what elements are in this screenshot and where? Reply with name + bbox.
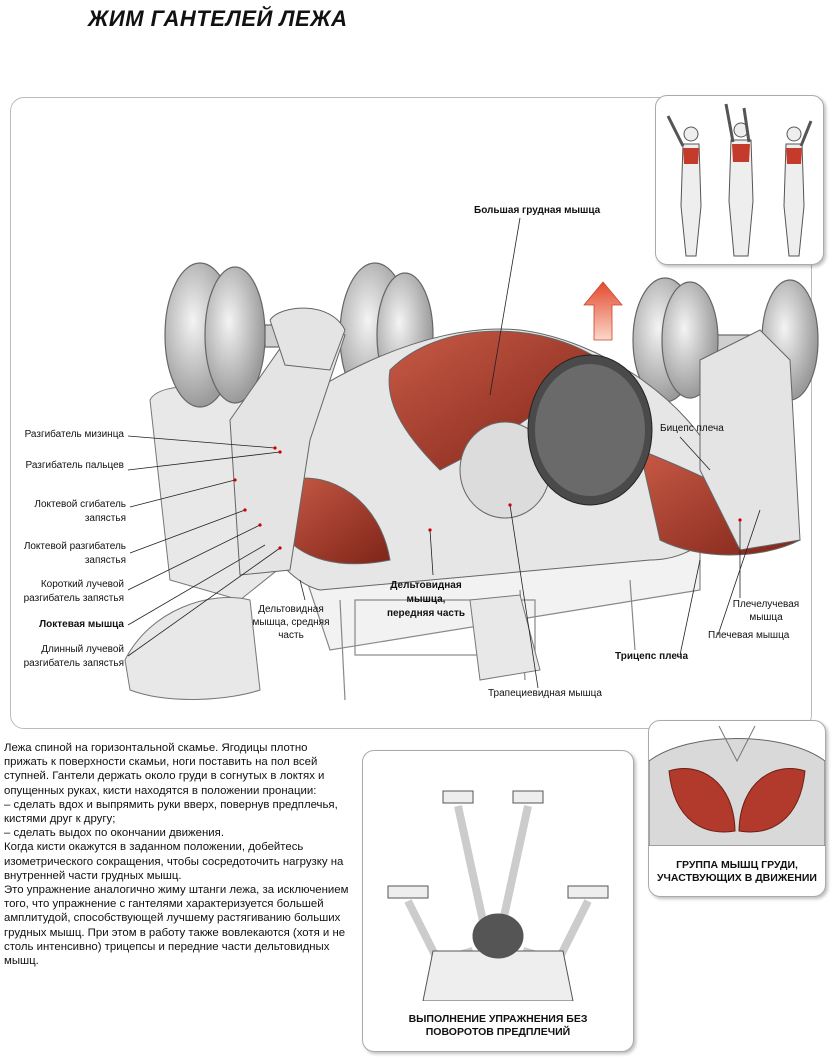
label-extensor-carpi-ulnaris: Локтевой разгибатель запястья (23, 541, 126, 566)
label-extensor-carpi-radialis-brevis: Короткий лучевой разгибатель запястья (23, 579, 124, 604)
label-extensor-carpi-radialis-longus: Длинный лучевой разгибатель запястья (23, 644, 124, 669)
label-brachialis: Плечевая мышца (708, 630, 790, 641)
execution-illustration-box: ВЫПОЛНЕНИЕ УПРАЖНЕНИЯ БЕЗ ПОВОРОТОВ ПРЕД… (362, 750, 634, 1052)
label-deltoid-middle: Дельтовидная мышца, средняя часть (252, 604, 330, 641)
anatomy-figures (666, 103, 813, 257)
left-arm (229, 307, 346, 576)
chest-muscles-illustration (649, 725, 825, 846)
label-flexor-carpi-ulnaris: Локтевой сгибатель запястья (34, 499, 126, 524)
anatomy-figures-box (655, 95, 824, 265)
exercise-description: Лежа спиной на горизонтальной скамье. Яг… (4, 741, 354, 968)
label-brachioradialis: Плечелучевая мышца (732, 599, 800, 623)
chest-muscles-box: ГРУППА МЫШЦ ГРУДИ, УЧАСТВУЮЩИХ В ДВИЖЕНИ… (648, 720, 826, 897)
description-paragraph: Это упражнение аналогично жиму штанги ле… (4, 884, 349, 968)
label-dots (233, 446, 742, 550)
description-paragraph: Лежа спиной на горизонтальной скамье. Яг… (4, 742, 325, 797)
label-extensor-digiti-minimi: Разгибатель мизинца (24, 429, 124, 440)
leader-lines (127, 217, 761, 689)
upward-arrow (583, 281, 623, 341)
execution-caption: ВЫПОЛНЕНИЕ УПРАЖНЕНИЯ БЕЗ ПОВОРОТОВ ПРЕД… (408, 1013, 588, 1038)
label-biceps: Бицепс плеча (660, 423, 724, 434)
page-title: ЖИМ ГАНТЕЛЕЙ ЛЕЖА (88, 6, 348, 31)
label-pectoralis-major: Большая грудная мышца (474, 205, 601, 216)
chest-caption: ГРУППА МЫШЦ ГРУДИ, УЧАСТВУЮЩИХ В ДВИЖЕНИ… (657, 859, 817, 884)
label-anconeus: Локтевая мышца (39, 619, 124, 630)
execution-illustration (387, 790, 609, 1001)
description-paragraph: – сделать вдох и выпрямить руки вверх, п… (4, 798, 338, 826)
description-paragraph: – сделать выдох по окончании движения. (4, 827, 224, 840)
right-arm (699, 329, 801, 551)
label-extensor-digitorum: Разгибатель пальцев (25, 460, 124, 471)
label-trapezius: Трапециевидная мышца (488, 688, 602, 699)
head (459, 354, 653, 519)
label-deltoid-anterior: Дельтовидная мышца, передняя часть (386, 580, 466, 619)
description-paragraph: Когда кисти окажутся в заданном положени… (4, 841, 344, 882)
label-triceps: Трицепс плеча (615, 651, 689, 662)
